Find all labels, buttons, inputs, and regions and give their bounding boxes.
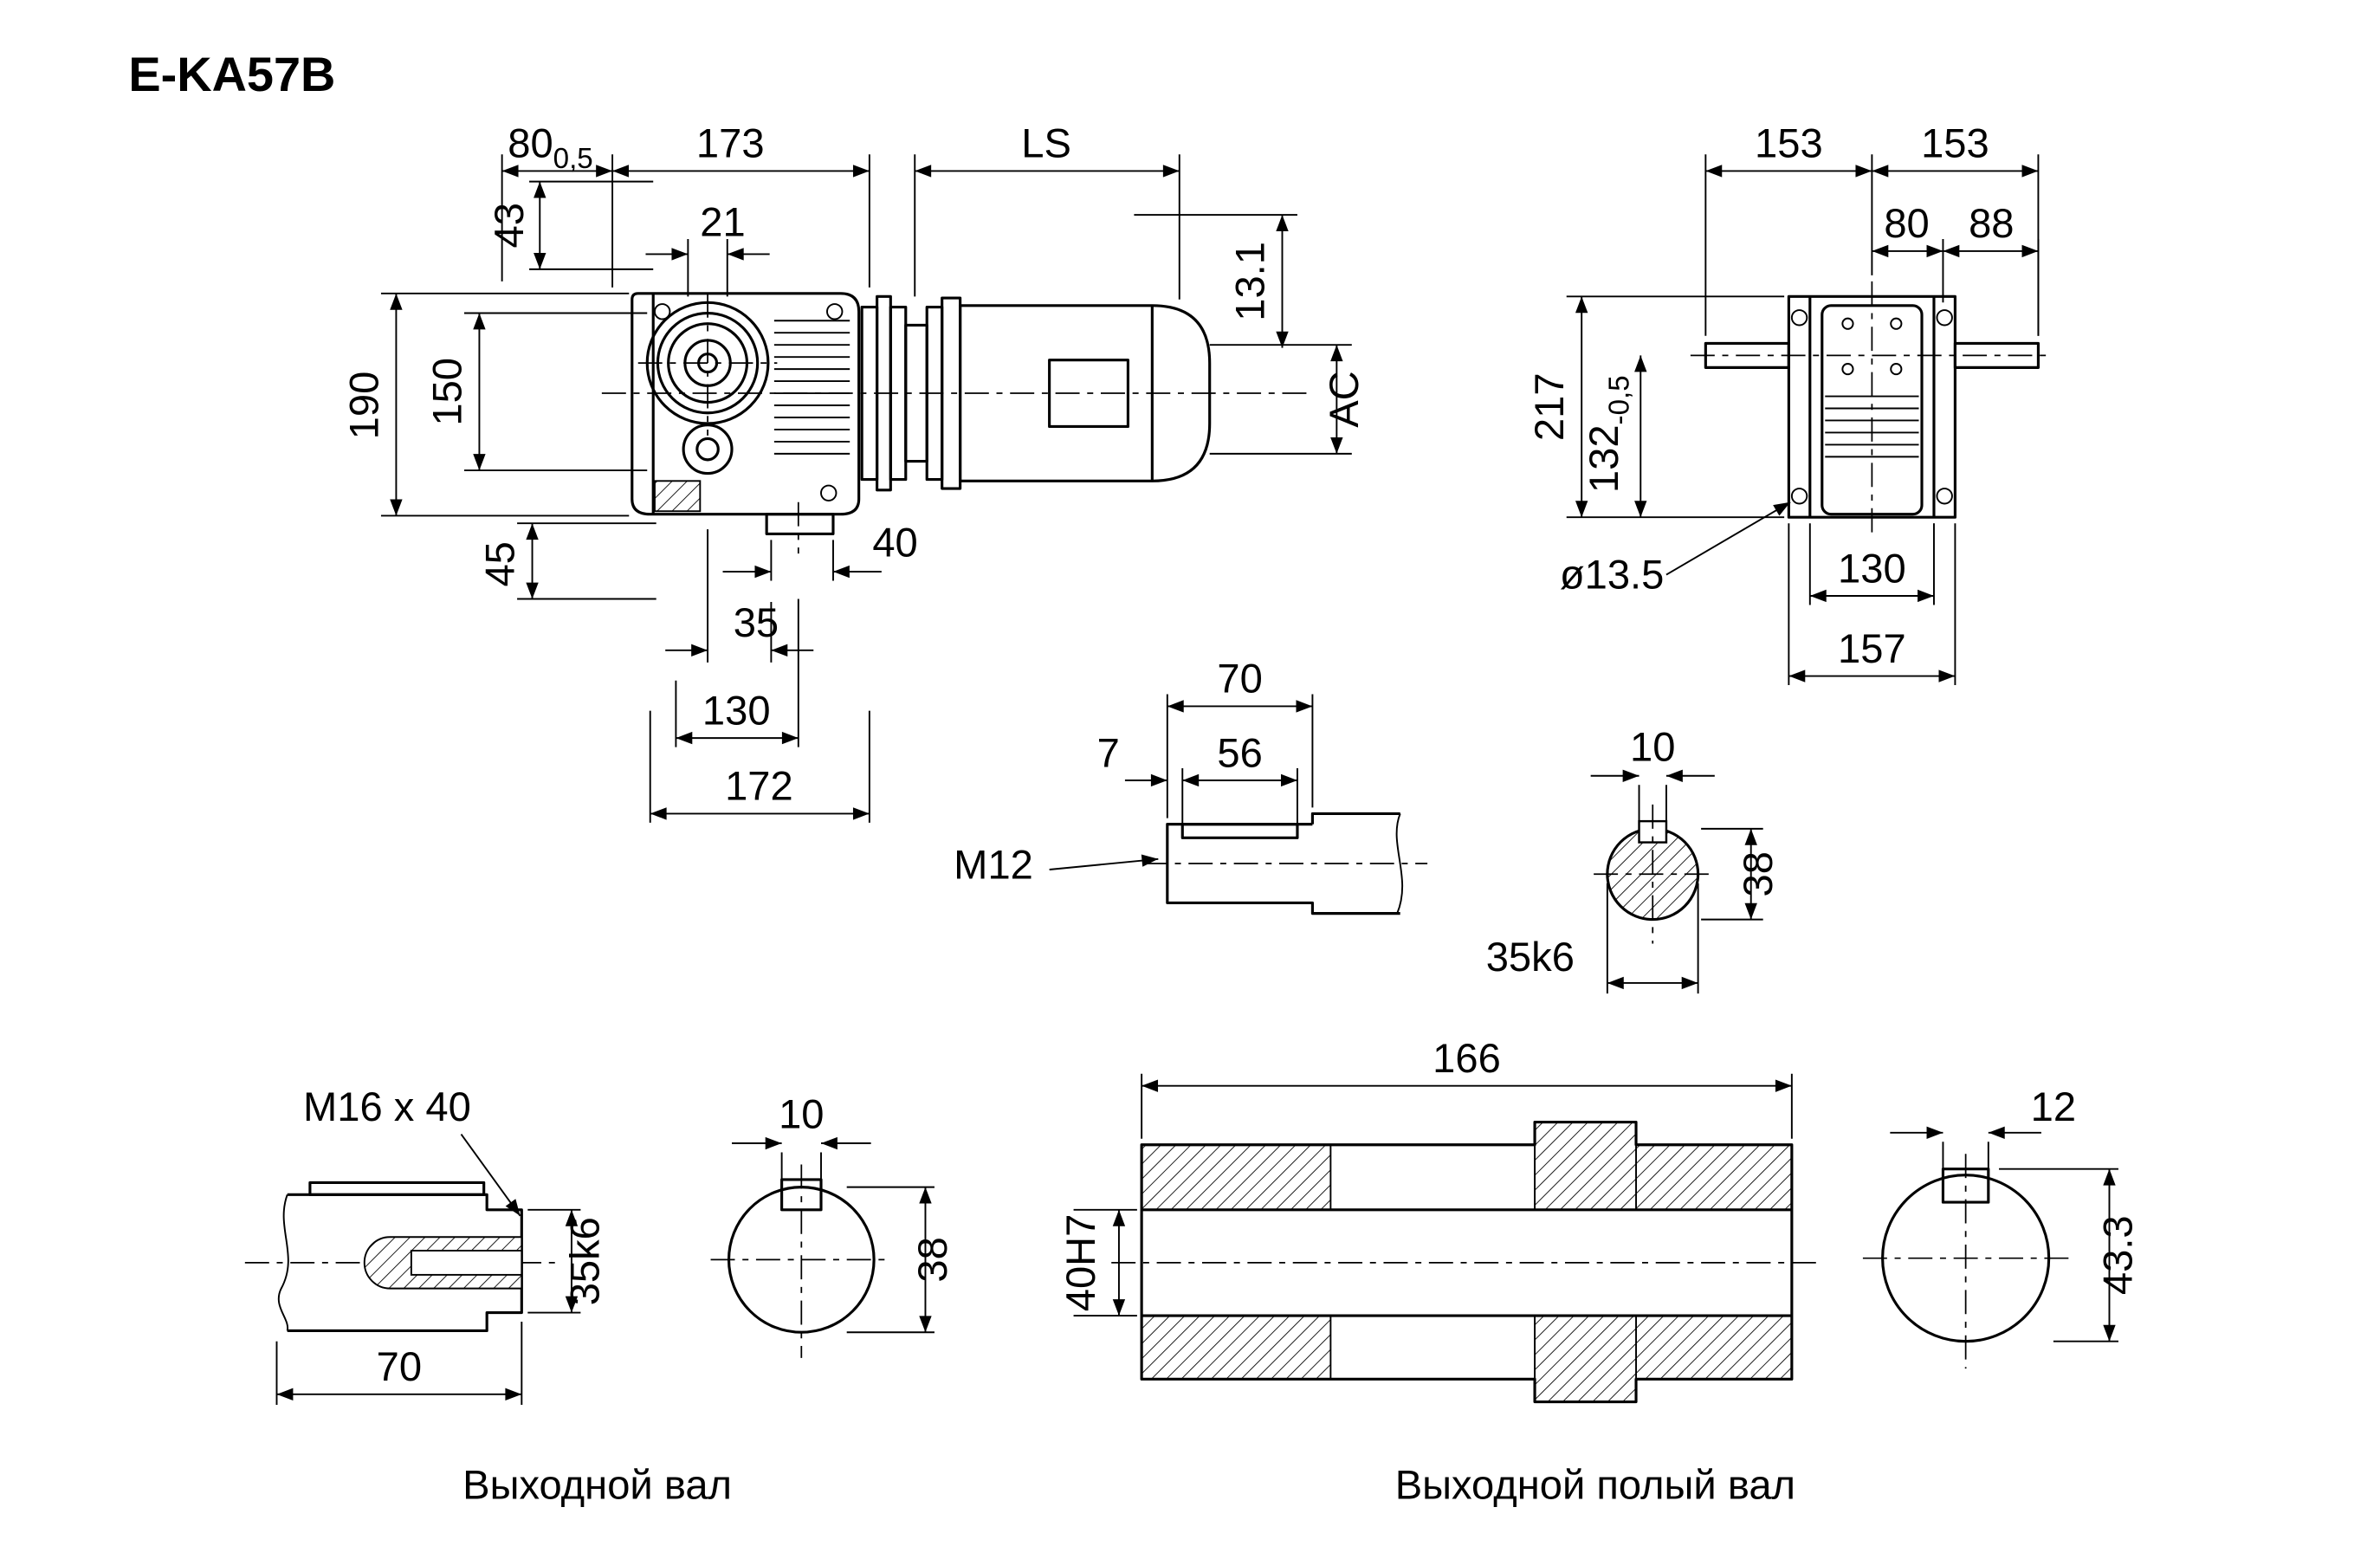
dim-70k-label: 70 [1217, 656, 1262, 702]
dim-ac-label: AC [1321, 371, 1367, 427]
dim-157-label: 157 [1838, 625, 1906, 671]
dim-80-label: 800,5 [508, 120, 593, 175]
dim-13-1-label: 13.1 [1227, 242, 1273, 321]
flange-bolt-hole [1790, 309, 1808, 327]
flange-bolt-hole [1936, 309, 1953, 327]
end-view-ribs [1825, 395, 1919, 458]
end-view-housing [1704, 294, 2040, 519]
wall-hatch [1535, 1316, 1637, 1402]
output-section-dimensions: 10 38 [732, 1091, 955, 1334]
output-shaft-dimensions: M16 x 40 35k6 70 [275, 1084, 607, 1406]
wall-hatch [1141, 1316, 1331, 1380]
hollow-shaft-view: 166 40H7 Выходной полый вал [1057, 1035, 1822, 1507]
main-side-view: 800,5 173 LS 43 21 13.1 [340, 120, 1367, 823]
right-shaft-end [1953, 341, 2040, 369]
break-line [1395, 813, 1404, 914]
motor-outline [959, 304, 1212, 482]
hollow-shaft-caption: Выходной полый вал [1395, 1461, 1795, 1507]
dim-80-value: 80 [508, 120, 553, 166]
dim-166-label: 166 [1433, 1035, 1501, 1081]
bottom-shaft-stub [765, 513, 835, 535]
hollow-shaft-dimensions: 166 40H7 [1057, 1035, 1793, 1316]
dim-132-label: 132-0,5 [1581, 375, 1635, 493]
key-shaft-detail: 70 56 7 M12 [954, 656, 1428, 915]
dim-153-right-label: 153 [1921, 120, 1989, 166]
keyway-top [1180, 823, 1299, 839]
dim-217-label: 217 [1526, 372, 1572, 441]
dim-m16-label: M16 x 40 [303, 1084, 471, 1129]
dim-7-label: 7 [1097, 729, 1120, 775]
dim-10s-label: 10 [1630, 723, 1675, 769]
dim-43-label: 43 [486, 203, 532, 248]
dim-80-tolerance: 0,5 [553, 143, 593, 175]
dim-12-label: 12 [2031, 1084, 2076, 1129]
dim-35k6s-label: 35k6 [1486, 934, 1575, 980]
gearbox-housing [631, 292, 861, 554]
bolt-hole [654, 303, 671, 320]
tapped-hole [410, 1249, 523, 1276]
hollow-bore-section-hatch [654, 480, 702, 513]
shaft-cross-section: 10 38 35k6 [1486, 723, 1781, 994]
dim-190-label: 190 [340, 372, 386, 440]
dim-38o-label: 38 [909, 1237, 955, 1282]
wall-hatch [1636, 1144, 1792, 1210]
dim-150-label: 150 [424, 358, 469, 426]
lower-boss-circle [682, 424, 734, 475]
wall-hatch [1141, 1144, 1331, 1210]
end-view-dimensions: 153 153 80 88 217 132-0,5 ø13.5 130 [1526, 120, 2040, 686]
dim-35-label: 35 [734, 599, 779, 645]
flange-bolt-hole [1936, 488, 1953, 505]
dim-80r-label: 80 [1884, 200, 1929, 246]
dim-21-label: 21 [700, 198, 745, 244]
dim-173-label: 173 [696, 120, 765, 166]
dim-m12-label: M12 [954, 841, 1033, 887]
drawing-title: E-KA57B [128, 47, 335, 101]
dim-10o-label: 10 [779, 1091, 824, 1137]
output-shaft-caption: Выходной вал [462, 1461, 732, 1507]
dim-88-label: 88 [1969, 200, 2014, 246]
key-detail-dimensions: 70 56 7 M12 [954, 656, 1314, 887]
section-dimensions: 10 38 35k6 [1486, 723, 1781, 994]
wall-hatch [1535, 1122, 1637, 1210]
dim-45-label: 45 [477, 541, 523, 586]
flange-bolt-hole [1790, 488, 1808, 505]
dim-153-left-label: 153 [1755, 120, 1823, 166]
output-shaft-view: M16 x 40 35k6 70 Выходной вал [244, 1084, 732, 1507]
output-shaft-section: 10 38 [710, 1091, 955, 1358]
wall-hatch [1636, 1316, 1792, 1380]
shaft-key [308, 1181, 486, 1196]
main-view-dimensions: 800,5 173 LS 43 21 13.1 [340, 120, 1367, 823]
motor [959, 304, 1212, 482]
dim-130-label: 130 [702, 687, 771, 733]
dim-hole-label: ø13.5 [1560, 551, 1665, 597]
dim-35k6o-label: 35k6 [561, 1217, 607, 1305]
dim-132-tolerance: -0,5 [1603, 375, 1635, 424]
dim-40-label: 40 [872, 520, 917, 566]
dim-70o-label: 70 [377, 1343, 422, 1389]
dim-130r-label: 130 [1838, 545, 1906, 591]
dim-172-label: 172 [725, 763, 793, 809]
dim-132-value: 132 [1581, 424, 1627, 493]
hollow-shaft-section: 12 43.3 [1862, 1084, 2141, 1369]
housing-ribs [773, 320, 850, 455]
dim-38s-label: 38 [1735, 851, 1781, 896]
dim-40h7-label: 40H7 [1057, 1214, 1103, 1312]
dim-56-label: 56 [1217, 729, 1262, 775]
hollow-section-dimensions: 12 43.3 [1890, 1084, 2141, 1342]
dim-ls-label: LS [1021, 120, 1071, 166]
housing-outline [631, 292, 861, 516]
left-shaft-end [1704, 341, 1790, 369]
motor-adapter [860, 294, 962, 492]
bolt-hole [820, 484, 838, 501]
bolt-hole [826, 303, 844, 320]
end-view: 153 153 80 88 217 132-0,5 ø13.5 130 [1526, 120, 2051, 686]
dim-43-3-label: 43.3 [2095, 1215, 2141, 1295]
motor-key-block [1048, 359, 1129, 429]
break-line [277, 1194, 289, 1331]
